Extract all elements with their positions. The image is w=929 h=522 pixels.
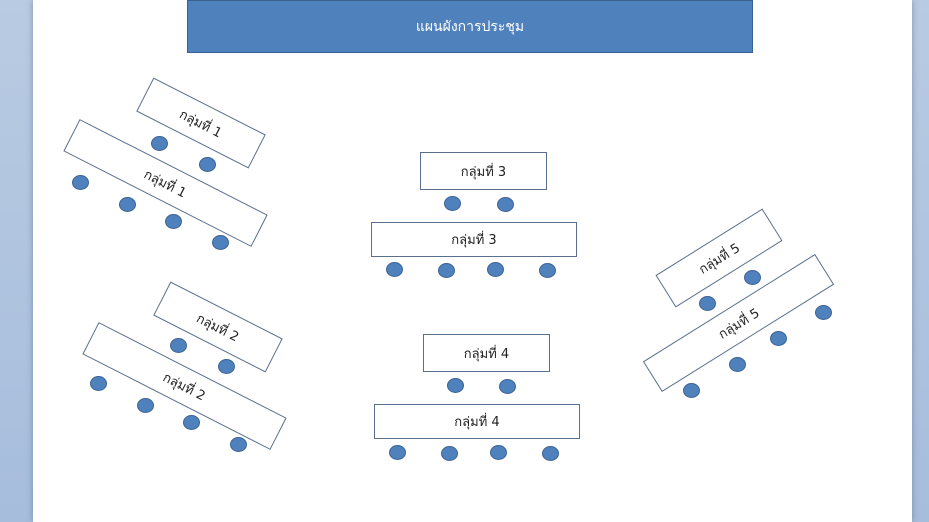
seat: [118, 196, 136, 212]
seat: [385, 261, 403, 277]
seat: [489, 444, 507, 460]
seat: [164, 213, 182, 229]
seat: [217, 358, 235, 374]
diagram-title: แผนผังการประชุม: [187, 0, 753, 53]
group-3-large-table: กลุ่มที่ 3: [371, 222, 577, 257]
seat: [446, 377, 464, 393]
seat: [388, 444, 406, 460]
seat: [486, 261, 504, 277]
group-4-small-table: กลุ่มที่ 4: [423, 334, 550, 372]
seat: [538, 262, 556, 278]
group-1-small-table: กลุ่มที่ 1: [136, 77, 266, 169]
seat: [728, 356, 746, 372]
seat: [769, 330, 787, 346]
seat: [71, 174, 89, 190]
seat: [211, 234, 229, 250]
seat: [498, 378, 516, 394]
seat: [229, 436, 247, 452]
seat: [150, 135, 168, 151]
seat: [169, 337, 187, 353]
seat: [743, 269, 761, 285]
seat: [182, 414, 200, 430]
seat: [698, 295, 716, 311]
seat: [541, 445, 559, 461]
seat: [814, 304, 832, 320]
group-4-large-table: กลุ่มที่ 4: [374, 404, 580, 439]
seat: [437, 262, 455, 278]
seat: [89, 375, 107, 391]
seat: [443, 195, 461, 211]
seat: [682, 382, 700, 398]
seat: [496, 196, 514, 212]
group-3-small-table: กลุ่มที่ 3: [420, 152, 547, 190]
seat: [136, 397, 154, 413]
page: แผนผังการประชุม กลุ่มที่ 1 กลุ่มที่ 1 กล…: [33, 0, 912, 522]
seat: [198, 156, 216, 172]
seat: [440, 445, 458, 461]
